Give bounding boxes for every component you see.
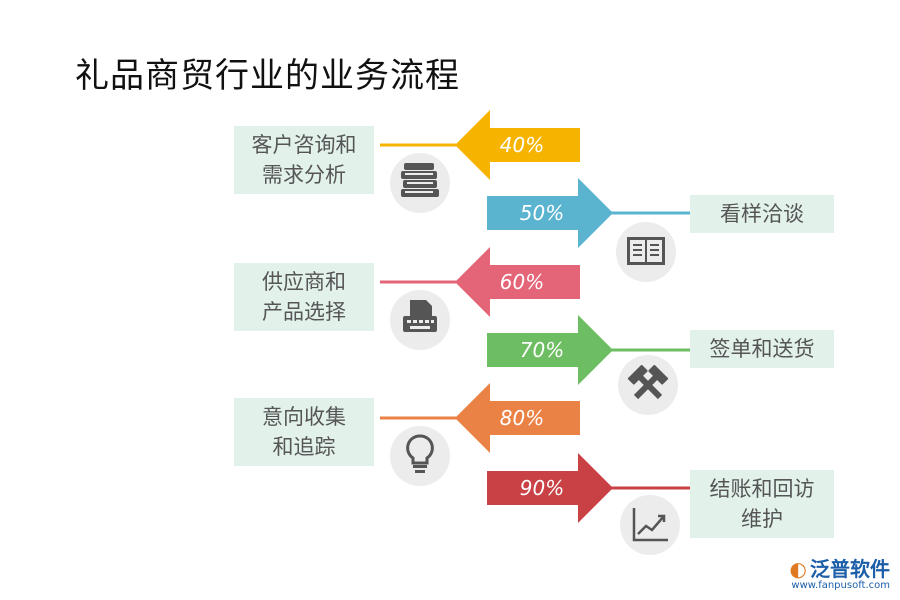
logo-mark-icon: ◐ <box>789 557 807 581</box>
step-3-percent: 60% <box>500 270 544 294</box>
page-title: 礼品商贸行业的业务流程 <box>75 56 460 96</box>
logo-url: www.fanpusoft.com <box>791 580 890 591</box>
books-icon <box>401 163 439 197</box>
typewriter-icon <box>403 300 437 332</box>
step-6-arrow <box>487 453 613 523</box>
brand-logo: ◐泛普软件 www.fanpusoft.com <box>790 558 890 592</box>
line-chart-icon <box>632 508 668 542</box>
step-6: 90% <box>487 453 690 555</box>
step-2-percent: 50% <box>520 201 564 225</box>
step-2-arrow <box>487 178 613 248</box>
logo-name: 泛普软件 <box>810 557 890 581</box>
step-2-label: 看样洽谈 <box>690 195 834 233</box>
step-3-label: 供应商和产品选择 <box>234 263 374 331</box>
step-5-arrow <box>455 383 580 453</box>
step-6-icon-circle <box>620 495 680 555</box>
step-5: 80% <box>380 383 580 486</box>
step-1-percent: 40% <box>500 133 544 157</box>
step-6-percent: 90% <box>520 476 564 500</box>
hammers-icon <box>627 364 669 400</box>
step-1-arrow <box>455 110 580 180</box>
step-5-icon-circle <box>390 426 450 486</box>
step-1: 40% <box>380 110 580 213</box>
step-5-percent: 80% <box>500 406 544 430</box>
step-5-label: 意向收集和追踪 <box>234 398 374 466</box>
step-4-arrow <box>487 315 613 385</box>
step-4-label: 签单和送货 <box>690 330 834 368</box>
step-4: 70% <box>487 315 690 415</box>
step-2: 50% <box>487 178 690 282</box>
step-3-arrow <box>455 247 580 317</box>
step-1-label: 客户咨询和需求分析 <box>234 126 374 194</box>
step-6-label: 结账和回访维护 <box>690 470 834 538</box>
open-book-icon <box>627 237 665 265</box>
step-3: 60% <box>380 247 580 350</box>
lightbulb-icon <box>406 434 434 473</box>
step-4-percent: 70% <box>520 338 564 362</box>
